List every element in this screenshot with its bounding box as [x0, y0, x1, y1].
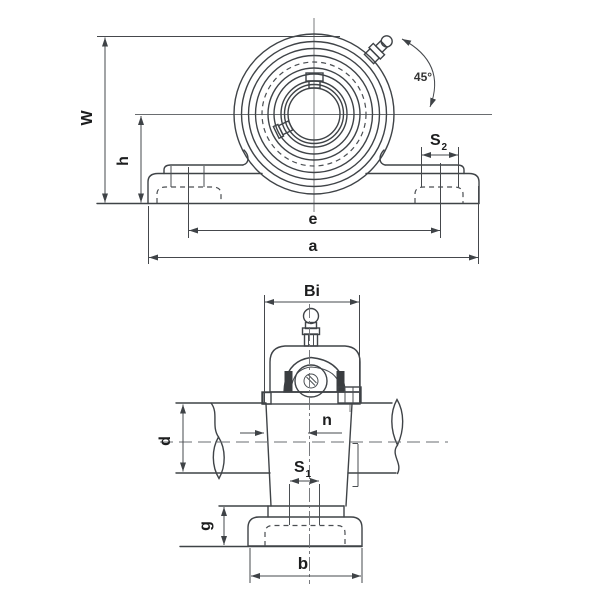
dim-label-g: g [197, 521, 214, 531]
dimension-a: a [148, 186, 479, 264]
set-screw-top [305, 72, 324, 89]
dimension-45deg: 45° [401, 38, 437, 108]
dim-label-d: d [157, 436, 174, 446]
right-fillet [379, 149, 386, 166]
inner-ring-left-face [262, 391, 272, 405]
dimension-e: e [189, 211, 440, 234]
left-seal [284, 371, 293, 392]
spherical-seat-dashed-circle [261, 61, 367, 167]
right-bolt-slot [414, 186, 464, 203]
ball-detail [303, 373, 319, 389]
bearing-ball [294, 364, 328, 398]
dim-label-a: a [309, 238, 318, 255]
dimension-w: W [79, 36, 340, 203]
dim-label-h: h [115, 156, 132, 166]
dim-label-w: W [79, 110, 96, 126]
left-break-curve [210, 402, 220, 438]
foot-section [247, 516, 363, 547]
angle-label: 45° [414, 70, 432, 84]
right-break-lens [391, 398, 404, 447]
side-view: Bi n d S 1 g b [157, 283, 448, 584]
housing-section [261, 345, 362, 412]
pedestal [179, 403, 363, 548]
dim-label-s1: S [294, 459, 305, 476]
dimension-s2: S 2 [421, 132, 459, 187]
dimension-g: g [197, 507, 227, 545]
right-break-curve [394, 444, 400, 475]
set-screw-side [272, 119, 294, 140]
dim-label-s2: S [430, 132, 441, 149]
dim-label-n: n [322, 412, 332, 429]
side-bolt-slot [264, 524, 346, 546]
dimension-d: d [157, 404, 186, 472]
dimension-s1: S 1 [290, 459, 319, 484]
dimension-b: b [249, 548, 363, 583]
dim-label-bi: Bi [304, 283, 320, 300]
dim-label-e: e [309, 211, 318, 228]
right-seal [336, 371, 345, 392]
left-break-lens [212, 435, 225, 480]
dim-label-s1-sub: 1 [306, 469, 312, 480]
dimension-bi: Bi [264, 283, 360, 404]
left-bolt-slot [156, 186, 222, 203]
left-fillet [242, 149, 249, 166]
grease-fitting-side [301, 307, 321, 347]
locking-collar [337, 386, 362, 404]
dim-label-b: b [298, 554, 308, 573]
grease-fitting-front [363, 35, 393, 65]
dimension-n: n [240, 412, 342, 436]
dim-label-s2-sub: 2 [442, 142, 448, 153]
housing-ring [233, 33, 395, 195]
front-view: W h 45° S 2 e a [79, 18, 492, 264]
shaft [175, 398, 404, 480]
housing-feet [96, 149, 480, 205]
dimension-h: h [115, 116, 144, 203]
